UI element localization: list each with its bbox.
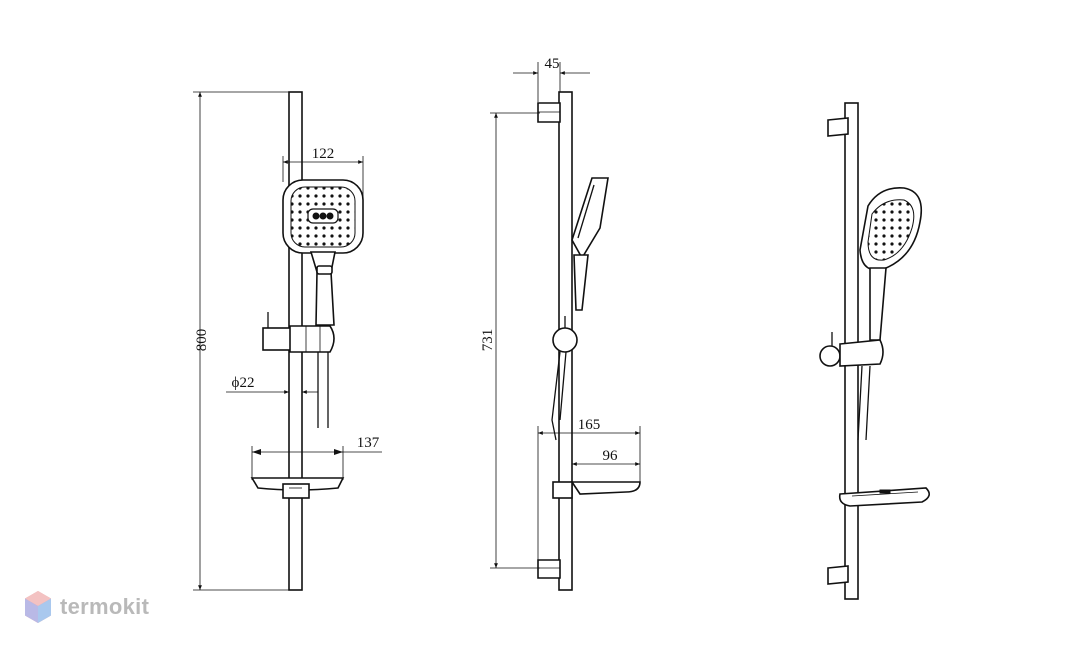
hexagon-cube-icon [25, 591, 51, 623]
side-top-holder [537, 102, 561, 123]
perspective-view [819, 102, 930, 600]
dim-45-label: 45 [545, 56, 560, 72]
side-view: 45 731 165 96 [480, 56, 641, 591]
front-view: 800 122 ϕ22 137 [193, 91, 382, 591]
side-slider-knob [552, 327, 578, 353]
dim-800-label: 800 [194, 329, 210, 352]
dim-165-label: 165 [578, 417, 601, 433]
dim-96-label: 96 [603, 448, 619, 464]
brand-logo[interactable]: termokit [24, 590, 149, 624]
side-handle [573, 254, 589, 311]
dim-122-label: 122 [312, 146, 335, 162]
side-shelf-clamp [552, 481, 573, 499]
front-handle [309, 251, 336, 326]
perspective-top-bracket [827, 117, 849, 137]
perspective-bottom-bracket [827, 565, 849, 585]
perspective-slider-knob [819, 345, 841, 367]
dim-731-label: 731 [480, 329, 496, 352]
perspective-slider-clamp [839, 339, 884, 367]
dim-137-label: 137 [357, 435, 380, 451]
front-slider-clamp [289, 325, 335, 353]
dim-diameter-label: ϕ22 [232, 375, 255, 391]
side-bottom-holder [537, 559, 561, 579]
front-slider-knob [262, 327, 294, 351]
front-shelf-clamp [282, 483, 310, 499]
brand-name: termokit [60, 594, 150, 619]
perspective-handle [869, 267, 887, 341]
side-shower-head [571, 177, 609, 260]
side-soap-shelf [570, 481, 641, 495]
